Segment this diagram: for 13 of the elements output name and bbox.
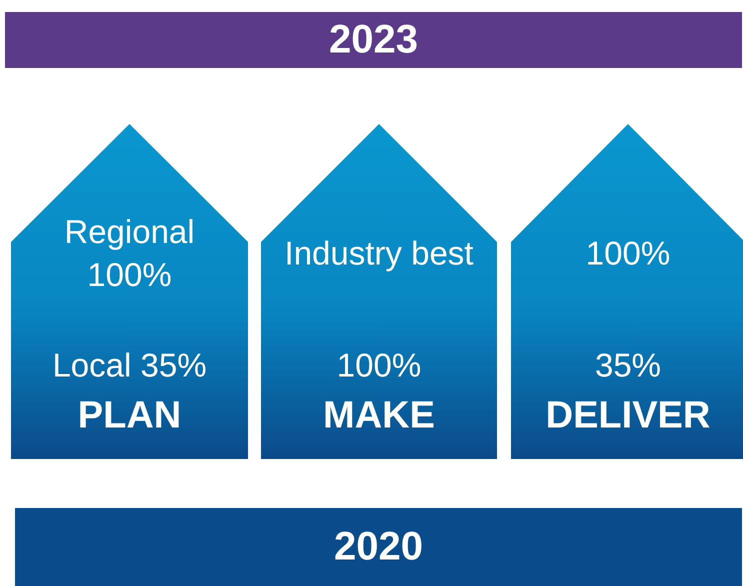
current-text: 100%: [336, 346, 422, 386]
current-text: 35%: [594, 346, 662, 386]
year-label: 2023: [328, 18, 419, 62]
category-label: DELIVER: [544, 393, 712, 438]
year-banner: [15, 508, 742, 586]
target-text: 100%: [584, 234, 672, 274]
category-label: MAKE: [322, 393, 436, 438]
current-text: Local 35%: [51, 346, 208, 386]
target-text: Regional 100%: [63, 212, 196, 295]
year-label: 2020: [333, 524, 424, 570]
target-text: Industry best: [284, 234, 474, 274]
category-label: PLAN: [76, 393, 182, 438]
year-banner: [5, 12, 742, 68]
